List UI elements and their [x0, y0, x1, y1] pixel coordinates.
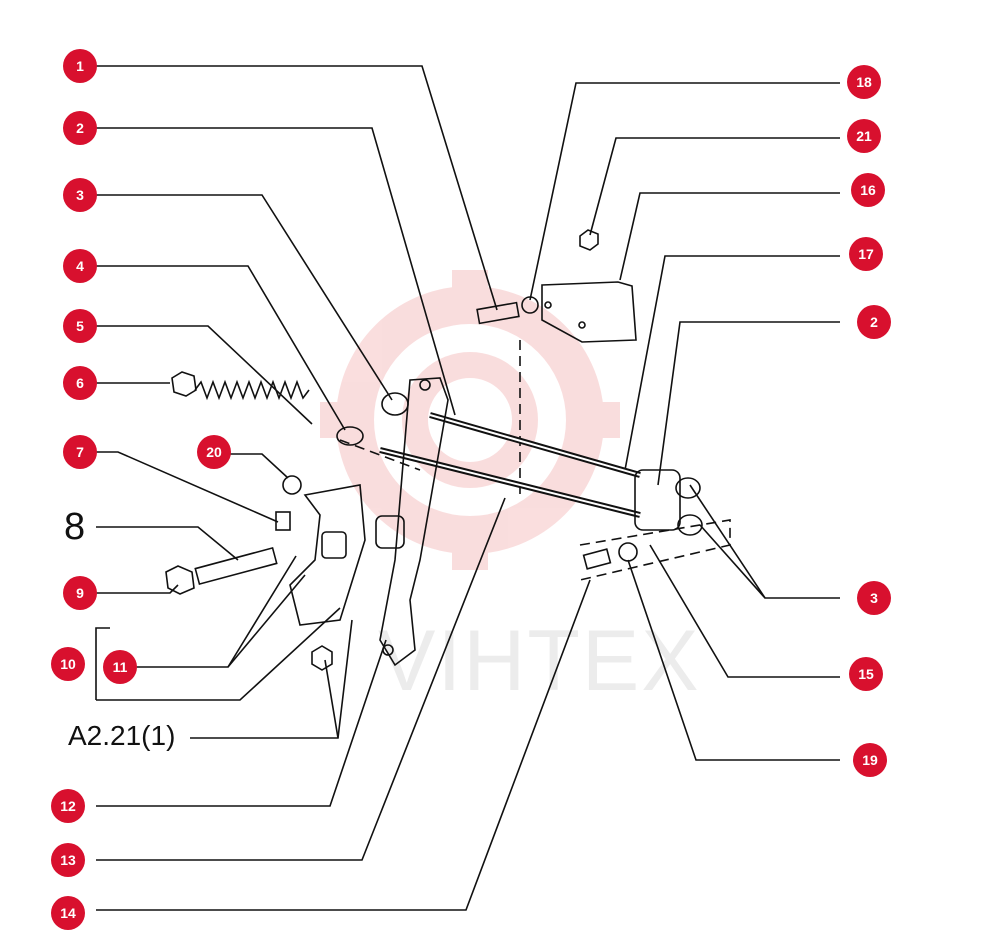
- clevis-block: [634, 469, 681, 531]
- callout-16[interactable]: 16: [851, 173, 885, 207]
- leader-line-11b: [227, 574, 306, 668]
- nut-21: [579, 229, 599, 251]
- callout-18[interactable]: 18: [847, 65, 881, 99]
- callout-3[interactable]: 3: [63, 178, 97, 212]
- leader-line-1: [96, 65, 498, 311]
- washer-19: [618, 542, 638, 562]
- bolt-1: [476, 301, 520, 325]
- callout-3b[interactable]: 3: [857, 581, 891, 615]
- callout-19[interactable]: 19: [853, 743, 887, 777]
- callout-12[interactable]: 12: [51, 789, 85, 823]
- leader-line-3c: [699, 524, 766, 599]
- ball-joint-4: [336, 426, 364, 446]
- nut-9: [165, 565, 195, 595]
- callout-10[interactable]: 10: [51, 647, 85, 681]
- dash-line-c: [579, 519, 731, 581]
- callout-17[interactable]: 17: [849, 237, 883, 271]
- leader-line-3b: [689, 484, 840, 599]
- leader-line-2: [96, 127, 456, 416]
- washer-18: [521, 296, 539, 314]
- leader-line-8: [96, 526, 239, 561]
- callout-14[interactable]: 14: [51, 896, 85, 930]
- watermark-text: VIHTEX: [378, 613, 701, 709]
- leader-line-4: [96, 265, 346, 431]
- leader-line-5: [96, 325, 313, 425]
- callout-21[interactable]: 21: [847, 119, 881, 153]
- leader-line-13: [96, 497, 506, 861]
- leader-line-10: [96, 607, 341, 701]
- leader-line-18: [529, 82, 840, 301]
- reference-label: A2.21(1): [68, 720, 176, 751]
- leader-line-17: [624, 255, 840, 471]
- callout-1[interactable]: 1: [63, 49, 97, 83]
- spring: [194, 379, 310, 401]
- washer-20: [282, 475, 302, 495]
- callout-2b[interactable]: 2: [857, 305, 891, 339]
- u-bracket-16: [541, 281, 637, 343]
- leader-line-19: [627, 559, 840, 761]
- callout-9[interactable]: 9: [63, 576, 97, 610]
- leader-line-11: [136, 555, 297, 668]
- callout-11[interactable]: 11: [103, 650, 137, 684]
- callout-2[interactable]: 2: [63, 111, 97, 145]
- callout-7[interactable]: 7: [63, 435, 97, 469]
- rod-end-3: [381, 392, 409, 416]
- leader-line-21: [589, 137, 840, 236]
- bracket-assembly: [289, 484, 366, 626]
- nut-a2: [311, 645, 333, 671]
- bracket-10: [95, 627, 110, 700]
- rod-upper-inner: [429, 414, 641, 476]
- nut-6: [171, 371, 197, 397]
- part-label-8: 8: [64, 506, 86, 548]
- leader-line-9: [96, 584, 179, 594]
- leader-line-12: [96, 639, 387, 807]
- threaded-stud-8: [194, 546, 278, 586]
- rod-lower-inner: [379, 449, 641, 516]
- dash-line-b: [339, 439, 421, 471]
- callout-4[interactable]: 4: [63, 249, 97, 283]
- leader-line-15: [649, 544, 840, 678]
- leader-line-3: [96, 194, 393, 401]
- leader-line-20: [230, 453, 289, 479]
- callout-20[interactable]: 20: [197, 435, 231, 469]
- leader-line-14: [96, 579, 591, 911]
- bolt-7: [275, 511, 291, 531]
- leader-line-ref-b: [324, 659, 339, 739]
- callout-6[interactable]: 6: [63, 366, 97, 400]
- lever-arm: [379, 377, 449, 667]
- leader-line-16: [619, 192, 840, 281]
- callout-13[interactable]: 13: [51, 843, 85, 877]
- bolt-14: [582, 548, 612, 570]
- callout-15[interactable]: 15: [849, 657, 883, 691]
- leader-line-2b: [657, 321, 840, 486]
- leader-line-7: [96, 451, 279, 523]
- callout-5[interactable]: 5: [63, 309, 97, 343]
